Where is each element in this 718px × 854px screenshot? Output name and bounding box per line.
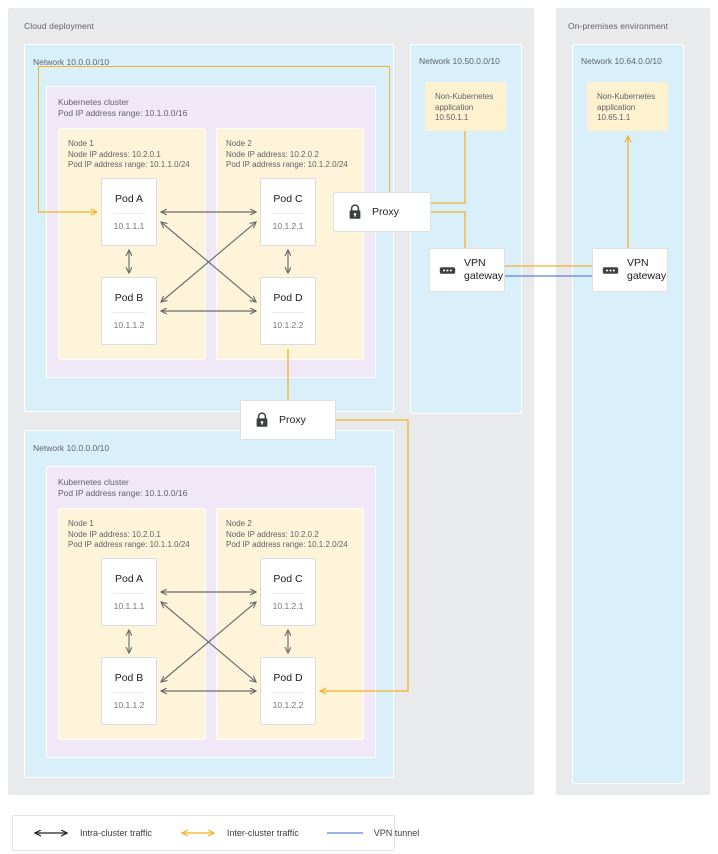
- pod-ip: 10.1.2.2: [272, 320, 304, 330]
- pod-divider: [112, 213, 146, 214]
- pod-box-top-a: Pod A 10.1.1.1: [101, 178, 157, 246]
- network-title-cloud-b: Network 10.0.0.0/10: [33, 443, 110, 453]
- proxy-label: Proxy: [279, 413, 306, 426]
- node-title-bottom-1: Node 1 Node IP address: 10.2.0.1 Pod IP …: [68, 519, 190, 551]
- pod-name: Pod C: [273, 193, 303, 205]
- node-pod-range: Pod IP address range: 10.1.1.0/24: [68, 540, 190, 549]
- vpn-gateway-icon: [602, 266, 619, 274]
- app-line3: 10.50.1.1: [435, 113, 469, 122]
- environment-title-cloud: Cloud deployment: [24, 21, 95, 31]
- cluster-line2: Pod IP address range: 10.1.0.0/16: [58, 108, 188, 118]
- vpn-gateway-label: VPN gateway: [627, 257, 666, 283]
- node-name: Node 2: [226, 139, 252, 148]
- pod-name: Pod C: [273, 573, 303, 585]
- vpn-gateway-label: VPN gateway: [464, 257, 503, 283]
- pod-ip: 10.1.2.1: [272, 601, 304, 611]
- network-title-cloud-nonk8s: Network 10.50.0.0/10: [419, 56, 500, 66]
- app-line2: application: [597, 102, 636, 112]
- pod-divider: [271, 312, 305, 313]
- node-name: Node 1: [68, 519, 94, 528]
- lock-icon: [256, 412, 268, 427]
- pod-box-bottom-c: Pod C 10.1.2.1: [260, 558, 316, 626]
- pod-divider: [112, 593, 146, 594]
- pod-ip: 10.1.2.1: [272, 221, 304, 231]
- legend-label: Intra-cluster traffic: [80, 828, 152, 838]
- network-title-cloud-a: Network 10.0.0.0/10: [33, 57, 110, 67]
- node-title-bottom-2: Node 2 Node IP address: 10.2.0.2 Pod IP …: [226, 519, 348, 551]
- network-title-onprem: Network 10.64.0.0/10: [581, 56, 662, 66]
- proxy-box-bottom[interactable]: Proxy: [240, 400, 336, 440]
- pod-name: Pod B: [114, 672, 144, 684]
- pod-divider: [112, 692, 146, 693]
- pod-name: Pod A: [114, 573, 144, 585]
- node-pod-range: Pod IP address range: 10.1.2.0/24: [226, 540, 348, 549]
- pod-box-bottom-a: Pod A 10.1.1.1: [101, 558, 157, 626]
- pod-ip: 10.1.2.2: [272, 700, 304, 710]
- legend-item-inter: Inter-cluster traffic: [178, 828, 299, 838]
- proxy-box-top[interactable]: Proxy: [333, 192, 431, 232]
- network-panel-onprem: [572, 44, 684, 784]
- node-ip: Node IP address: 10.2.0.1: [68, 149, 161, 159]
- legend-label: Inter-cluster traffic: [226, 828, 299, 838]
- app-box-onprem: Non-Kubernetes application 10.65.1.1: [587, 82, 668, 131]
- app-line2: application: [435, 102, 474, 112]
- node-title-top-1: Node 1 Node IP address: 10.2.0.1 Pod IP …: [68, 139, 190, 171]
- pod-box-bottom-d: Pod D 10.1.2.2: [260, 657, 316, 725]
- legend-arrow-inter: [178, 828, 218, 838]
- cluster-line2: Pod IP address range: 10.1.0.0/16: [58, 488, 188, 498]
- legend-label: VPN tunnel: [373, 828, 420, 838]
- pod-divider: [271, 692, 305, 693]
- pod-name: Pod B: [114, 292, 144, 304]
- pod-ip: 10.1.1.1: [113, 601, 145, 611]
- pod-box-top-b: Pod B 10.1.1.2: [101, 277, 157, 345]
- pod-box-bottom-b: Pod B 10.1.1.2: [101, 657, 157, 725]
- legend-item-vpn: VPN tunnel: [325, 828, 420, 838]
- app-line3: 10.65.1.1: [597, 113, 631, 122]
- cluster-line1: Kubernetes cluster: [58, 477, 129, 487]
- pod-name: Pod A: [114, 193, 144, 205]
- app-box-cloud-nonk8s: Non-Kubernetes application 10.50.1.1: [425, 82, 506, 131]
- vpn-label-line1: VPN: [464, 257, 486, 269]
- pod-divider: [112, 312, 146, 313]
- proxy-label: Proxy: [372, 205, 399, 218]
- pod-box-top-d: Pod D 10.1.2.2: [260, 277, 316, 345]
- pod-divider: [271, 213, 305, 214]
- node-pod-range: Pod IP address range: 10.1.2.0/24: [226, 160, 348, 169]
- cluster-title-top: Kubernetes cluster Pod IP address range:…: [58, 97, 187, 119]
- node-ip: Node IP address: 10.2.0.2: [226, 149, 319, 159]
- vpn-gateway-box-onprem[interactable]: VPN gateway: [592, 248, 668, 292]
- pod-ip: 10.1.1.2: [113, 700, 145, 710]
- vpn-label-line2: gateway: [627, 270, 667, 282]
- vpn-gateway-box-cloud[interactable]: VPN gateway: [429, 248, 505, 292]
- pod-box-top-c: Pod C 10.1.2.1: [260, 178, 316, 246]
- pod-name: Pod D: [273, 672, 303, 684]
- vpn-label-line1: VPN: [627, 257, 649, 269]
- node-ip: Node IP address: 10.2.0.1: [68, 529, 161, 539]
- node-name: Node 1: [68, 139, 94, 148]
- inter-cluster-route-top: [38, 66, 390, 212]
- legend-arrow-intra: [31, 828, 71, 838]
- cluster-title-bottom: Kubernetes cluster Pod IP address range:…: [58, 477, 187, 499]
- cluster-line1: Kubernetes cluster: [58, 97, 129, 107]
- node-title-top-2: Node 2 Node IP address: 10.2.0.2 Pod IP …: [226, 139, 348, 171]
- vpn-label-line2: gateway: [464, 270, 504, 282]
- vpn-gateway-icon: [439, 266, 456, 274]
- app-line1: Non-Kubernetes: [597, 92, 656, 101]
- node-name: Node 2: [226, 519, 252, 528]
- pod-ip: 10.1.1.2: [113, 320, 145, 330]
- legend-item-intra: Intra-cluster traffic: [31, 828, 152, 838]
- node-ip: Node IP address: 10.2.0.2: [226, 529, 319, 539]
- environment-title-onprem: On-premises environment: [568, 21, 669, 31]
- legend: Intra-cluster traffic Inter-cluster traf…: [12, 815, 419, 851]
- lock-icon: [349, 204, 361, 219]
- app-line1: Non-Kubernetes: [435, 92, 494, 101]
- pod-ip: 10.1.1.1: [113, 221, 145, 231]
- node-pod-range: Pod IP address range: 10.1.1.0/24: [68, 160, 190, 169]
- legend-line-vpn: [326, 832, 363, 834]
- pod-name: Pod D: [273, 292, 303, 304]
- pod-divider: [271, 593, 305, 594]
